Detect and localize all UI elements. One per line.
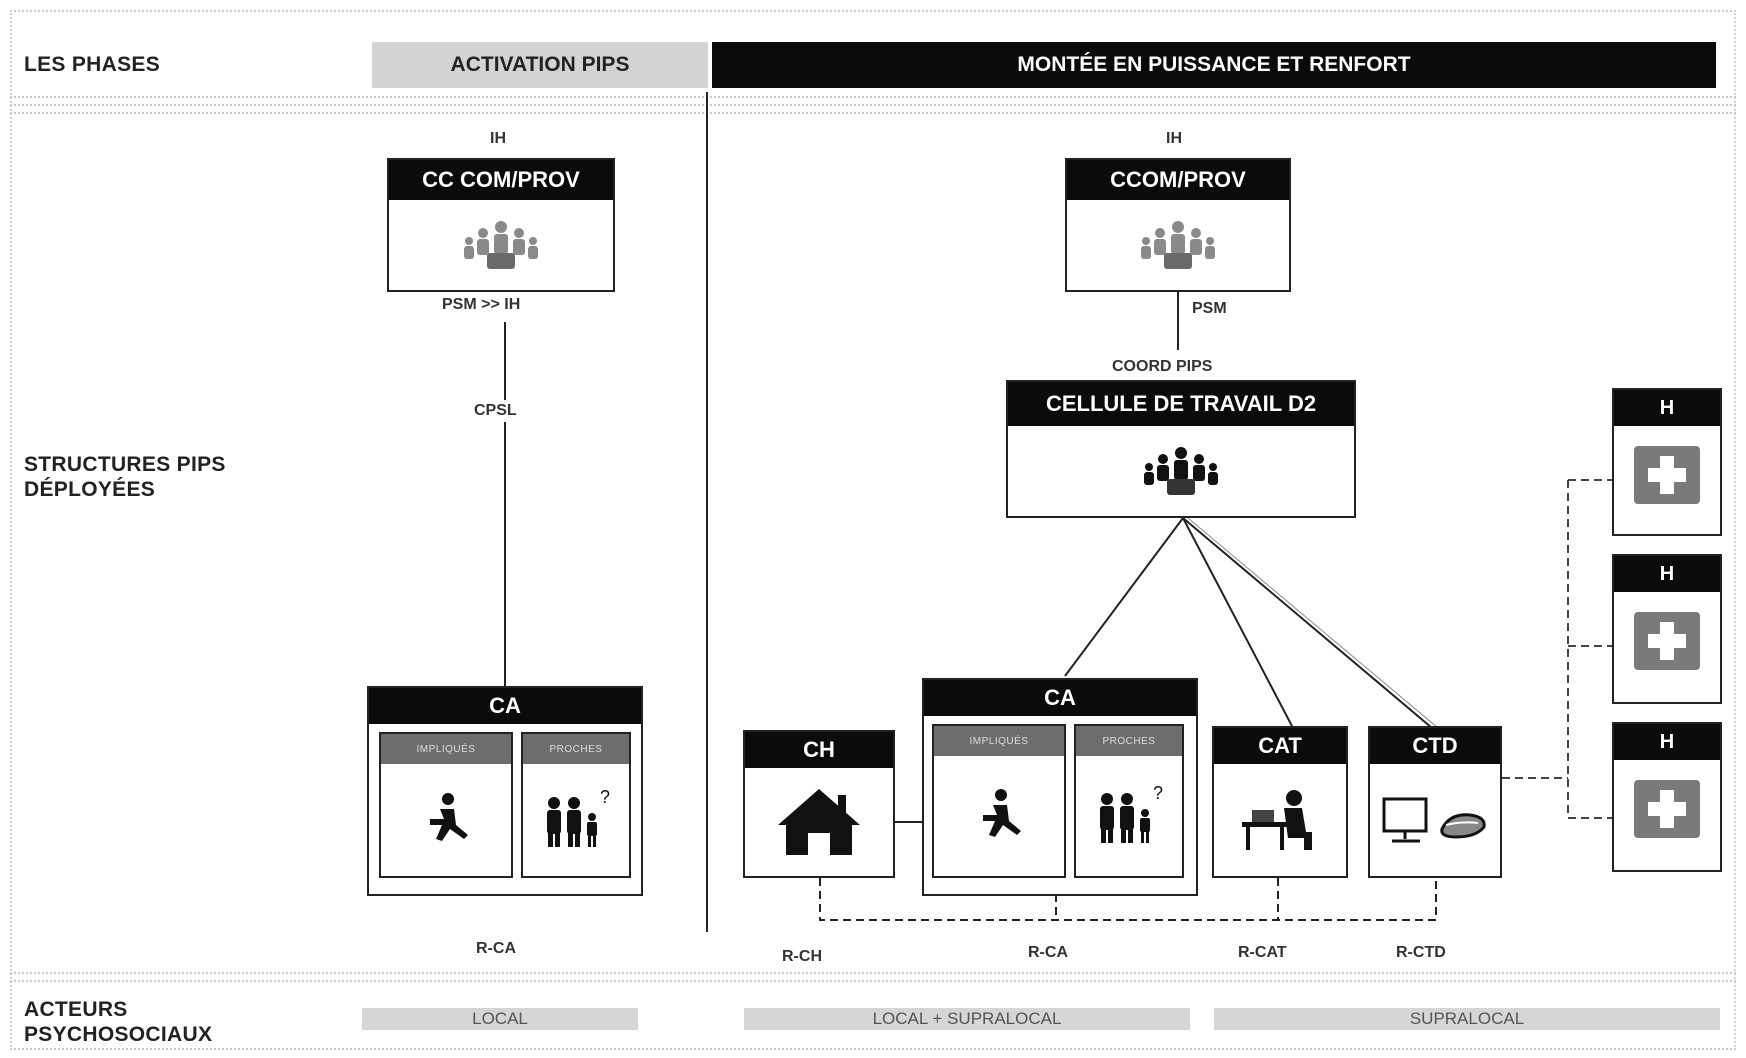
left-impliques-panel: IMPLIQUÉS [379,732,513,878]
structures-label-line1: STRUCTURES PIPS [24,453,226,476]
medical-cross-icon [1634,780,1700,838]
cc-com-prov-box: CC COM/PROV [387,158,615,292]
cellule-travail-title: CELLULE DE TRAVAIL D2 [1008,382,1354,426]
group-icon [1067,200,1289,290]
actors-label-line2: PSYCHOSOCIAUX [24,1023,213,1046]
svg-text:?: ? [1153,785,1163,803]
phase-separator [706,92,708,932]
left-rca-label: R-CA [476,940,516,957]
actors-row-label: ACTEURS PSYCHOSOCIAUX [24,997,212,1047]
rch-label: R-CH [782,948,822,965]
ch-box: CH [743,730,895,878]
running-person-icon [934,756,1064,874]
medical-cross-icon [1634,446,1700,504]
right-ca-box: CA IMPLIQUÉS PROCHES ? [922,678,1198,896]
h-title-3: H [1614,724,1720,760]
right-impliques-panel: IMPLIQUÉS [932,724,1066,878]
svg-text:?: ? [600,789,610,807]
phase-activation: ACTIVATION PIPS [372,42,708,88]
right-ih-label: IH [1166,130,1182,147]
right-impliques-label: IMPLIQUÉS [934,726,1064,756]
h-title-2: H [1614,556,1720,592]
ccom-prov-title: CCOM/PROV [1067,160,1289,200]
cpsl-label: CPSL [474,400,517,422]
rcat-label: R-CAT [1238,944,1287,961]
left-impliques-label: IMPLIQUÉS [381,734,511,764]
group-icon [389,200,613,290]
cat-box: CAT [1212,726,1348,878]
left-ih-label: IH [490,130,506,147]
footer-local: LOCAL [362,1008,638,1030]
cat-title: CAT [1214,728,1346,764]
h-title-1: H [1614,390,1720,426]
cellule-travail-box: CELLULE DE TRAVAIL D2 [1006,380,1356,518]
ch-title: CH [745,732,893,768]
footer-supralocal: SUPRALOCAL [1214,1008,1720,1030]
computer-phone-icon [1370,764,1500,876]
h-box-3: H [1612,722,1722,872]
cc-com-prov-title: CC COM/PROV [389,160,613,200]
right-psm-label: PSM [1192,300,1227,317]
right-ca-title: CA [924,680,1196,716]
structures-label-line2: DÉPLOYÉES [24,478,156,501]
ctd-box: CTD [1368,726,1502,878]
footer-local-supralocal: LOCAL + SUPRALOCAL [744,1008,1190,1030]
phase-montee: MONTÉE EN PUISSANCE ET RENFORT [712,42,1716,88]
group-icon [1008,426,1354,516]
running-person-icon [381,764,511,874]
family-icon: ? [1076,756,1182,874]
ctd-title: CTD [1370,728,1500,764]
desk-worker-icon [1214,764,1346,876]
right-rca-label: R-CA [1028,944,1068,961]
left-proches-label: PROCHES [523,734,629,764]
phases-row-label: LES PHASES [24,53,161,76]
left-ca-title: CA [369,688,641,724]
house-icon [745,768,893,876]
actors-label-line1: ACTEURS [24,998,128,1021]
right-proches-label: PROCHES [1076,726,1182,756]
left-psm-label: PSM >> IH [442,296,521,313]
h-box-1: H [1612,388,1722,536]
ccom-prov-box: CCOM/PROV [1065,158,1291,292]
structures-row-label: STRUCTURES PIPS DÉPLOYÉES [24,452,226,502]
left-ca-box: CA IMPLIQUÉS PROCHES ? [367,686,643,896]
left-proches-panel: PROCHES ? [521,732,631,878]
rctd-label: R-CTD [1396,944,1446,961]
coord-pips-label: COORD PIPS [1112,358,1213,375]
medical-cross-icon [1634,612,1700,670]
h-box-2: H [1612,554,1722,704]
family-icon: ? [523,764,629,874]
right-proches-panel: PROCHES ? [1074,724,1184,878]
